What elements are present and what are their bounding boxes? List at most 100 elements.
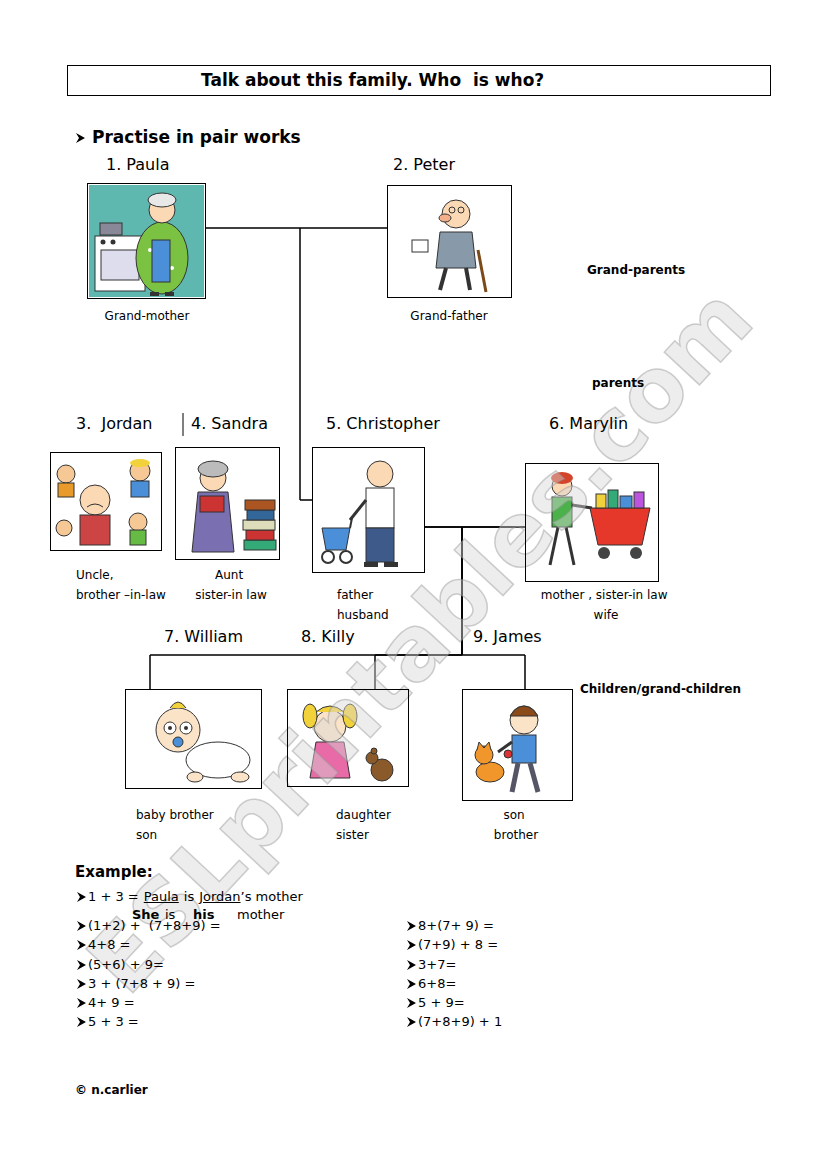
boy-picture-part xyxy=(512,735,536,763)
family-member-box: 9. Jamesson brother xyxy=(462,689,573,801)
boy-picture-part xyxy=(530,763,538,792)
baby-picture-part xyxy=(173,737,183,747)
member-name: 2. Peter xyxy=(393,155,455,175)
grandfather-picture-part xyxy=(449,207,455,213)
boy-picture-part xyxy=(510,706,538,716)
grandfather-picture xyxy=(412,200,486,292)
uncle-picture-part xyxy=(80,485,110,515)
aunt-picture-part xyxy=(243,520,275,530)
aunt-picture xyxy=(192,461,276,552)
text-line: sister-in law xyxy=(195,585,267,605)
grandmother-picture-part xyxy=(170,266,174,270)
family-member-box: 6. Marylinmother , sister-in law wife xyxy=(525,463,659,582)
exercise-item: (7+9) + 8 = xyxy=(418,936,498,954)
uncle-picture-part xyxy=(58,483,74,497)
grandfather-picture-part xyxy=(466,268,470,290)
exercise-item: 8+(7+ 9) = xyxy=(418,917,494,935)
member-name: 1. Paula xyxy=(106,155,169,175)
boy-picture xyxy=(475,706,538,792)
member-name: 6. Marylin xyxy=(549,414,628,434)
father-picture-part xyxy=(366,528,394,562)
baby-picture-part xyxy=(156,708,200,752)
uncle-picture-part xyxy=(87,504,103,507)
bullet-arrow xyxy=(407,940,416,950)
exercise-item: (1+2) + (7+8+9) = xyxy=(88,917,221,935)
relation-label: mother , sister-in law wife xyxy=(541,585,672,625)
aunt-picture-part xyxy=(244,540,276,550)
father-picture xyxy=(322,461,398,567)
baby-picture-part xyxy=(168,726,172,730)
uncle-picture-part xyxy=(57,465,75,483)
uncle-picture-part xyxy=(129,513,147,531)
uncle-picture-part xyxy=(131,481,149,497)
uncle-picture-part xyxy=(80,515,110,545)
bullet-arrow xyxy=(407,979,416,989)
boy-picture-part xyxy=(504,750,512,758)
text-line: brother –in-law xyxy=(76,585,166,605)
text-line: mother , sister-in law xyxy=(541,585,672,605)
father-picture-part xyxy=(364,562,378,567)
grandmother-picture-part xyxy=(89,185,204,297)
grandmother-picture-part xyxy=(136,222,188,294)
example-name: Jordan xyxy=(199,888,240,906)
relation-label: son brother xyxy=(494,805,538,845)
example-text: ’s mother xyxy=(241,888,303,906)
boy-picture-part xyxy=(477,742,491,750)
text-line: son xyxy=(494,805,538,825)
father-picture-part xyxy=(384,562,398,567)
exercise-item: 4+ 9 = xyxy=(88,994,135,1012)
member-name: 4. Sandra xyxy=(191,414,268,434)
relation-label: Grand-mother xyxy=(105,306,190,326)
bullet-arrow xyxy=(77,979,86,989)
grandmother-picture-part xyxy=(101,240,106,245)
member-name: 8. Killy xyxy=(301,627,355,647)
family-member-box: 2. PeterGrand-father xyxy=(387,185,512,298)
text-line: daughter xyxy=(336,805,395,825)
grandfather-picture-part xyxy=(478,250,486,292)
baby-picture-part xyxy=(180,722,192,734)
example-text: 1 + 3 = xyxy=(88,888,139,906)
bullet-arrow xyxy=(407,960,416,970)
family-member-box: 1. PaulaGrand-mother xyxy=(87,183,206,299)
member-name: 3. Jordan xyxy=(76,414,152,434)
family-member-box: 3. JordanUncle, brother –in-law xyxy=(50,452,162,551)
member-name: 7. William xyxy=(164,627,243,647)
uncle-picture-part xyxy=(130,530,146,545)
bullet-arrow xyxy=(77,1017,86,1027)
exercise-item: 3+7= xyxy=(418,956,456,974)
grandmother-picture-part xyxy=(165,292,174,296)
exercise-item: 5 + 3 = xyxy=(88,1013,139,1031)
member-name: 5. Christopher xyxy=(326,414,440,434)
father-picture-part xyxy=(322,551,334,563)
grandfather-picture-part xyxy=(439,214,451,222)
text-line: son xyxy=(136,825,218,845)
relation-label: father husband xyxy=(337,585,389,625)
grandmother-picture-part xyxy=(111,240,116,245)
uncle-picture xyxy=(56,459,150,545)
boy-picture-part xyxy=(512,763,518,792)
father-picture-part xyxy=(367,461,393,487)
member-name: 9. James xyxy=(473,627,542,647)
father-picture-part xyxy=(366,488,394,528)
example-text: mother xyxy=(237,906,284,924)
bullet-arrow xyxy=(407,1017,416,1027)
bullet-arrow xyxy=(407,921,416,931)
relation-label: baby brother son xyxy=(136,805,218,845)
boy-picture-part xyxy=(510,706,538,734)
text-line: brother xyxy=(494,825,538,845)
text-line: Uncle, xyxy=(76,565,166,585)
exercise-item: 3 + (7+8 + 9) = xyxy=(88,975,195,993)
exercise-item: 4+8 = xyxy=(88,936,130,954)
example-name: Paula xyxy=(144,888,179,906)
bullet-markers xyxy=(76,133,416,1027)
relation-label: daughter sister xyxy=(336,805,395,845)
section-heading: Practise in pair works xyxy=(92,128,301,146)
grandfather-picture-part xyxy=(440,268,446,290)
grandmother-picture-part xyxy=(152,240,170,282)
baby-picture-part xyxy=(170,702,186,708)
baby-picture-part xyxy=(184,726,188,730)
mother-picture-part xyxy=(630,547,642,559)
family-member-box: 7. Williambaby brother son xyxy=(125,689,262,789)
grandfather-picture-part xyxy=(412,240,428,252)
relation-label: Uncle, brother –in-law xyxy=(76,565,166,605)
